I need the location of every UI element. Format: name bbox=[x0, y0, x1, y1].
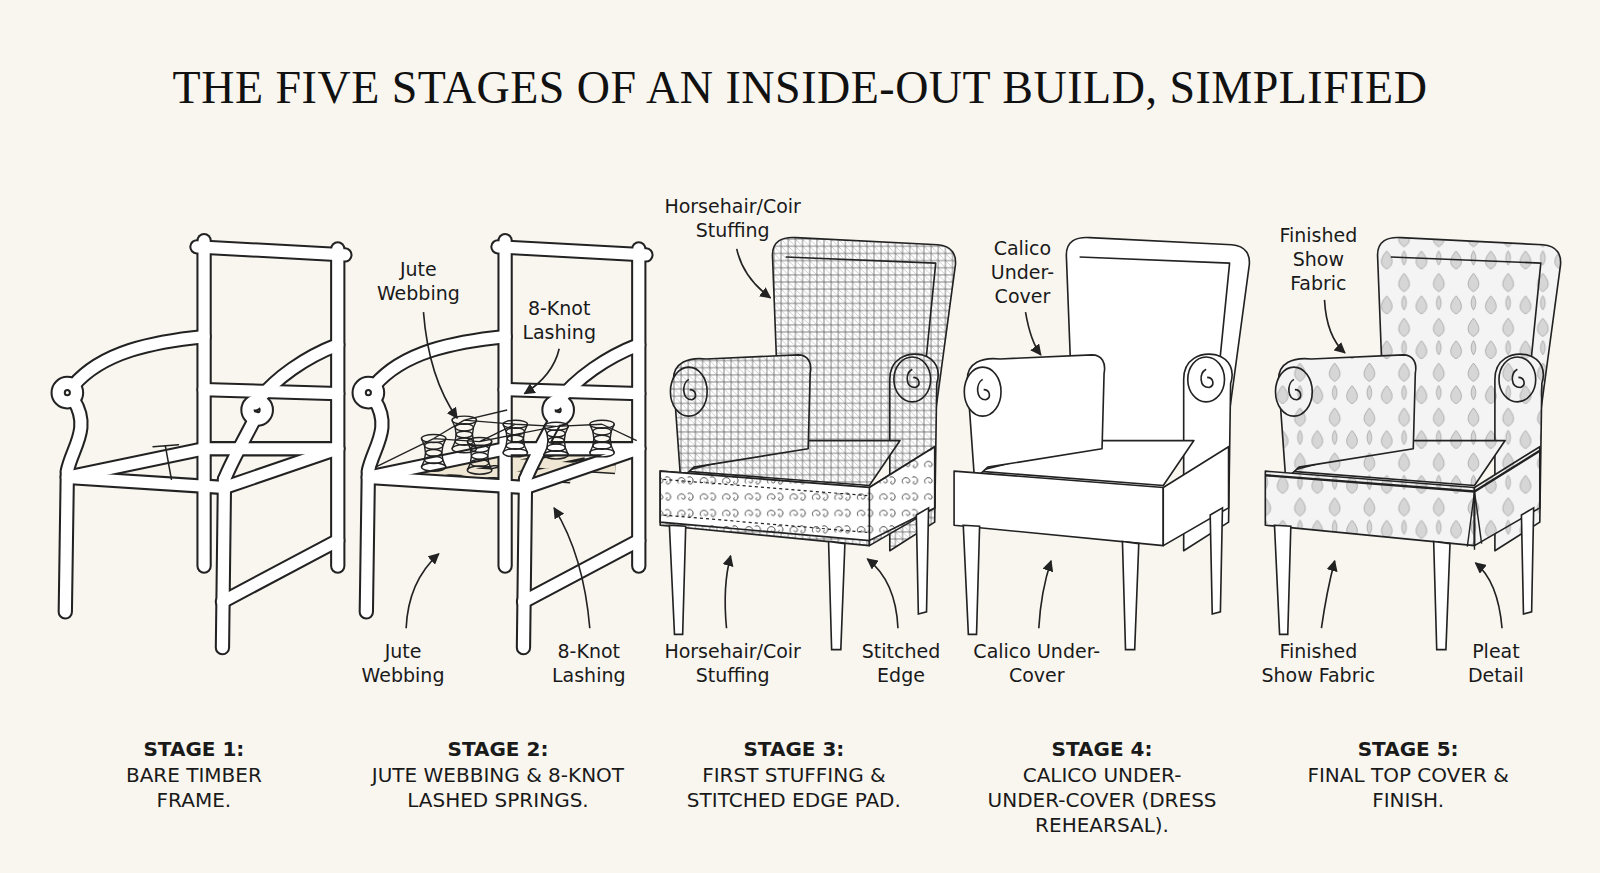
bare-frame-chair bbox=[58, 241, 345, 648]
stage-caption: FINAL TOP COVER & FINISH. bbox=[1303, 763, 1513, 813]
hatched-stuffing bbox=[660, 238, 955, 551]
stage-number: STAGE 5: bbox=[1308, 737, 1508, 762]
lashing-twine bbox=[376, 410, 637, 467]
stage-caption: BARE TIMBER FRAME. bbox=[109, 763, 279, 813]
pleat bbox=[1467, 492, 1481, 550]
stage-number: STAGE 4: bbox=[1002, 737, 1202, 762]
leader-arrows bbox=[406, 249, 1502, 628]
finished-chair bbox=[1265, 238, 1560, 650]
stage-caption: FIRST STUFFING & STITCHED EDGE PAD. bbox=[674, 763, 914, 813]
part-label: 8-Knot Lashing bbox=[539, 639, 639, 687]
frame-brace bbox=[153, 445, 179, 480]
stitch-line bbox=[663, 479, 867, 532]
chair-legs bbox=[1274, 508, 1533, 650]
frame-timber bbox=[58, 241, 345, 648]
part-label: Finished Show Fabric bbox=[1254, 639, 1382, 687]
frame-outline bbox=[359, 241, 646, 648]
stitched-edge-band bbox=[660, 447, 934, 541]
calico-cover bbox=[954, 238, 1249, 551]
diagram-title: THE FIVE STAGES OF AN INSIDE-OUT BUILD, … bbox=[173, 63, 1428, 114]
chair-legs bbox=[963, 508, 1222, 650]
part-label: Jute Webbing bbox=[353, 639, 453, 687]
webbed-sprung-chair bbox=[359, 241, 646, 648]
part-label: Horsehair/Coir Stuffing bbox=[643, 194, 823, 242]
chair-legs bbox=[669, 508, 928, 650]
part-label: Pleat Detail bbox=[1456, 639, 1536, 687]
frame-timber bbox=[359, 241, 646, 648]
part-label: Calico Under-Cover bbox=[967, 639, 1107, 687]
stuffed-chair bbox=[660, 238, 955, 650]
part-label: 8-Knot Lashing bbox=[509, 296, 609, 344]
stage-caption: CALICO UNDER- UNDER-COVER (DRESS REHEARS… bbox=[986, 763, 1218, 838]
part-label: Jute Webbing bbox=[368, 257, 468, 305]
part-label: Horsehair/Coir Stuffing bbox=[643, 639, 823, 687]
part-label: Calico Under-Cover bbox=[982, 236, 1062, 308]
stage-number: STAGE 2: bbox=[398, 737, 598, 762]
stage-number: STAGE 3: bbox=[694, 737, 894, 762]
frame-outline bbox=[58, 241, 345, 648]
part-label: Stitched Edge bbox=[851, 639, 951, 687]
stage-number: STAGE 1: bbox=[94, 737, 294, 762]
stage-caption: JUTE WEBBING & 8-KNOT LASHED SPRINGS. bbox=[348, 763, 648, 813]
part-label: Finished Show Fabric bbox=[1272, 223, 1364, 295]
piping bbox=[1265, 451, 1539, 492]
